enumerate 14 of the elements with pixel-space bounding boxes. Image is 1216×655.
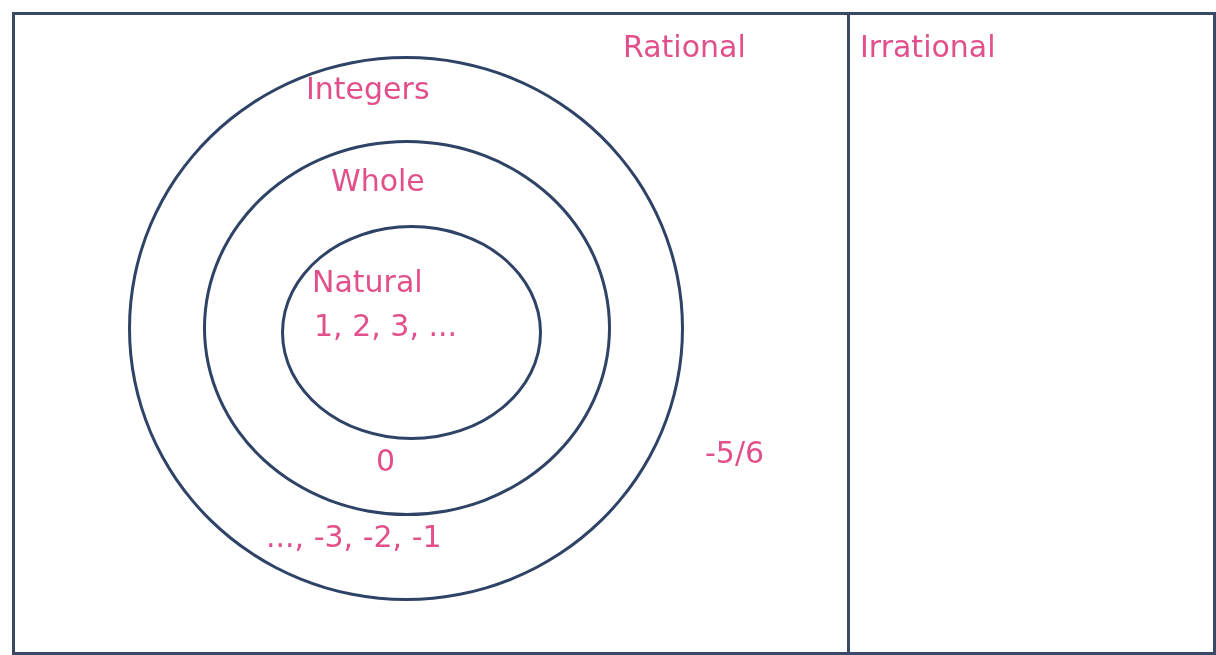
number-list: 1, 2, 3, ... <box>314 308 458 343</box>
irrational-region <box>847 12 1216 655</box>
rational-region <box>12 12 850 655</box>
set-label: Irrational <box>860 29 996 64</box>
natural-ellipse <box>281 225 542 440</box>
set-label: Rational <box>623 29 746 64</box>
set-label: Whole <box>331 163 425 198</box>
whole-ellipse <box>203 140 611 516</box>
set-label: Integers <box>306 71 430 106</box>
fraction-label: -5/6 <box>705 435 765 470</box>
integers-ellipse <box>128 56 684 601</box>
set-label: Natural <box>312 264 423 299</box>
number-label: 0 <box>376 443 396 478</box>
number-list: ..., -3, -2, -1 <box>266 519 442 554</box>
